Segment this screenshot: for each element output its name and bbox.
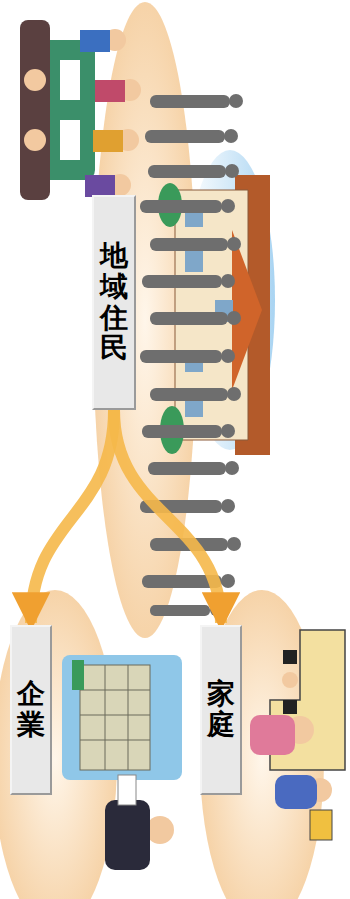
resident-silhouettes (140, 94, 243, 616)
box-label: 企業 (17, 679, 45, 741)
meeting-clipart (20, 20, 141, 200)
box-label: 家庭 (207, 679, 235, 741)
family-clipart (250, 630, 345, 840)
label-box: 地域住民 (92, 195, 136, 410)
label-box: 家庭 (200, 625, 242, 795)
office-clipart (62, 655, 182, 870)
flow-arrow (114, 410, 221, 623)
flow-arrow (31, 410, 114, 623)
box-label: 地域住民 (100, 241, 128, 364)
label-box: 企業 (10, 625, 52, 795)
